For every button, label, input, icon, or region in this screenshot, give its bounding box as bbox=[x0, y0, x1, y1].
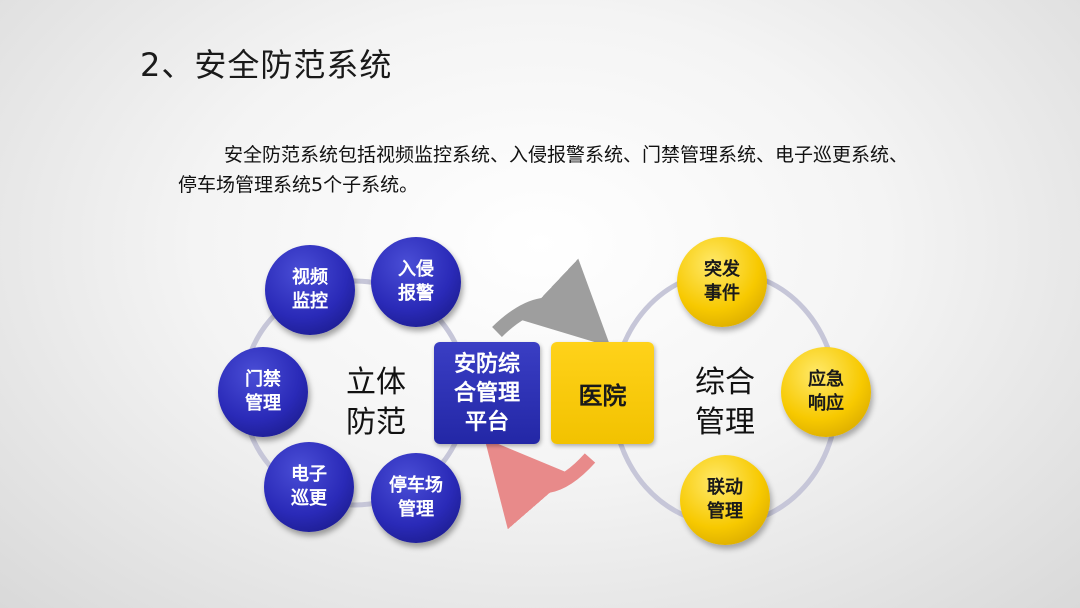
arrow-top bbox=[492, 258, 611, 347]
hospital-box: 医院 bbox=[551, 342, 654, 444]
node-parking: 停车场 管理 bbox=[371, 453, 461, 543]
node-emergency-event: 突发 事件 bbox=[677, 237, 767, 327]
description: 安全防范系统包括视频监控系统、入侵报警系统、门禁管理系统、电子巡更系统、停车场管… bbox=[178, 144, 909, 196]
right-cycle-center: 综合 管理 bbox=[695, 365, 755, 440]
node-video-monitoring: 视频 监控 bbox=[265, 245, 355, 335]
page-title: 2、安全防范系统 bbox=[140, 46, 393, 84]
node-access-control: 门禁 管理 bbox=[218, 347, 308, 437]
left-cycle-center: 立体 防范 bbox=[346, 365, 406, 440]
node-linkage-management: 联动 管理 bbox=[680, 455, 770, 545]
node-patrol: 电子 巡更 bbox=[264, 442, 354, 532]
node-intrusion-alarm: 入侵 报警 bbox=[371, 237, 461, 327]
arrow-bottom bbox=[484, 438, 596, 530]
platform-box: 安防综 合管理 平台 bbox=[434, 342, 540, 444]
node-emergency-response: 应急 响应 bbox=[781, 347, 871, 437]
